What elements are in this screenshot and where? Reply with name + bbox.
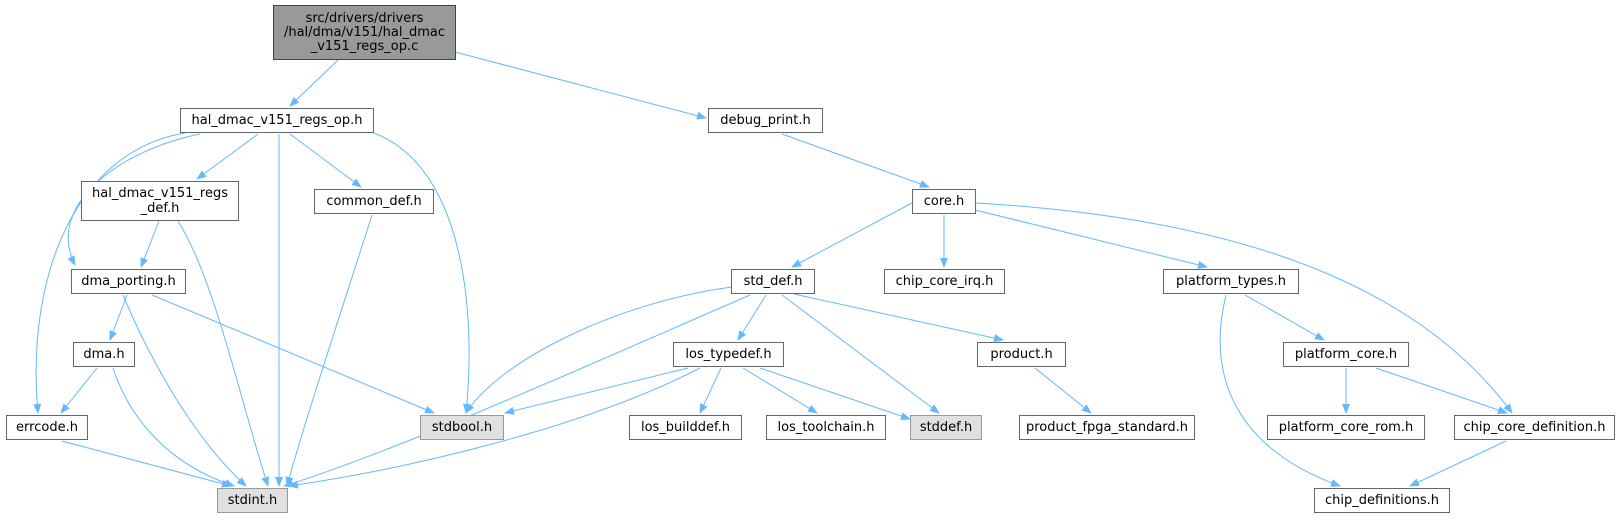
- node-platform-types-h[interactable]: platform_types.h: [1163, 269, 1299, 294]
- edge-common-def-h-to-stdint-h: [285, 214, 373, 487]
- node-stdint-h: stdint.h: [217, 488, 288, 513]
- edge-los-typedef-h-to-stddef-h: [759, 367, 911, 420]
- node-chip-definitions-h[interactable]: chip_definitions.h: [1314, 488, 1450, 513]
- edge-dma-porting-h-to-stdint-h: [122, 294, 247, 487]
- edge-std-def-h-to-product-h: [793, 293, 1004, 342]
- node-product-fpga-standard-h[interactable]: product_fpga_standard.h: [1019, 415, 1195, 440]
- node-stddef-h: stddef.h: [910, 415, 982, 440]
- edge-regs-op-h-to-stdbool-h: [373, 132, 471, 414]
- edge-platform-core-h-to-chip-core-definition-h: [1375, 367, 1508, 414]
- edge-std-def-h-to-stdint-h: [283, 294, 751, 488]
- edge-dma-porting-h-to-stdbool-h: [151, 294, 435, 414]
- node-hal-dmac-v151-regs-def-h[interactable]: hal_dmac_v151_regs _def.h: [81, 181, 239, 221]
- edge-root-to-regs-op-h: [289, 59, 339, 107]
- edge-core-h-to-std-def-h: [791, 202, 913, 268]
- edge-core-h-to-chip-core-definition-h: [975, 202, 1513, 414]
- node-chip-core-irq-h[interactable]: chip_core_irq.h: [884, 269, 1005, 294]
- edge-product-h-to-product-fpga-standard-h: [1034, 367, 1092, 414]
- edge-debug-print-h-to-core-h: [781, 133, 930, 188]
- node-std-def-h[interactable]: std_def.h: [731, 269, 815, 294]
- edge-dma-h-to-errcode-h: [60, 367, 98, 414]
- node-debug-print-h[interactable]: debug_print.h: [708, 108, 823, 133]
- node-stdbool-h: stdbool.h: [420, 415, 504, 440]
- edge-chip-core-definition-h-to-chip-definitions-h: [1409, 440, 1507, 487]
- edge-los-typedef-h-to-stdbool-h: [504, 367, 689, 415]
- edge-std-def-h-to-stdbool-h: [465, 285, 741, 414]
- node-platform-core-rom-h[interactable]: platform_core_rom.h: [1267, 415, 1425, 440]
- node-los-typedef-h[interactable]: los_typedef.h: [673, 342, 784, 367]
- edge-root-to-debug-print-h: [454, 51, 707, 120]
- node-hal-dmac-v151-regs-op-h[interactable]: hal_dmac_v151_regs_op.h: [180, 108, 374, 133]
- edge-dma-h-to-stdint-h: [112, 367, 235, 487]
- edge-los-typedef-h-to-los-toolchain-h: [742, 367, 818, 414]
- node-core-h[interactable]: core.h: [912, 189, 976, 214]
- node-platform-core-h[interactable]: platform_core.h: [1283, 342, 1409, 367]
- node-dma-h[interactable]: dma.h: [73, 342, 135, 367]
- node-los-toolchain-h[interactable]: los_toolchain.h: [766, 415, 886, 440]
- edge-regs-def-h-to-stdint-h: [177, 220, 270, 487]
- edge-regs-def-h-to-dma-porting-h: [140, 220, 160, 268]
- edge-los-typedef-h-to-los-builddef-h: [699, 367, 722, 414]
- edge-los-typedef-h-to-stdint-h: [288, 367, 701, 489]
- node-product-h[interactable]: product.h: [977, 342, 1066, 367]
- node-chip-core-definition-h[interactable]: chip_core_definition.h: [1454, 415, 1615, 440]
- edge-regs-op-h-to-errcode-h: [33, 132, 186, 414]
- node-dma-porting-h[interactable]: dma_porting.h: [71, 269, 186, 294]
- edge-dma-porting-h-to-dma-h: [109, 294, 128, 341]
- edge-core-h-to-platform-types-h: [974, 209, 1208, 269]
- edge-errcode-h-to-stdint-h: [61, 440, 232, 488]
- edge-platform-types-h-to-chip-definitions-h: [1219, 294, 1341, 487]
- node-hal-dmac-v151-regs-op-c: src/drivers/drivers /hal/dma/v151/hal_dm…: [273, 5, 456, 60]
- edge-regs-op-h-to-regs-def-h: [196, 133, 259, 180]
- edge-platform-types-h-to-platform-core-h: [1244, 294, 1325, 341]
- edge-regs-op-h-to-common-def-h: [289, 133, 362, 188]
- node-common-def-h[interactable]: common_def.h: [314, 189, 434, 214]
- edge-std-def-h-to-stddef-h: [781, 294, 940, 414]
- node-errcode-h[interactable]: errcode.h: [6, 415, 88, 440]
- node-los-builddef-h[interactable]: los_builddef.h: [629, 415, 742, 440]
- edge-std-def-h-to-los-typedef-h: [737, 294, 767, 341]
